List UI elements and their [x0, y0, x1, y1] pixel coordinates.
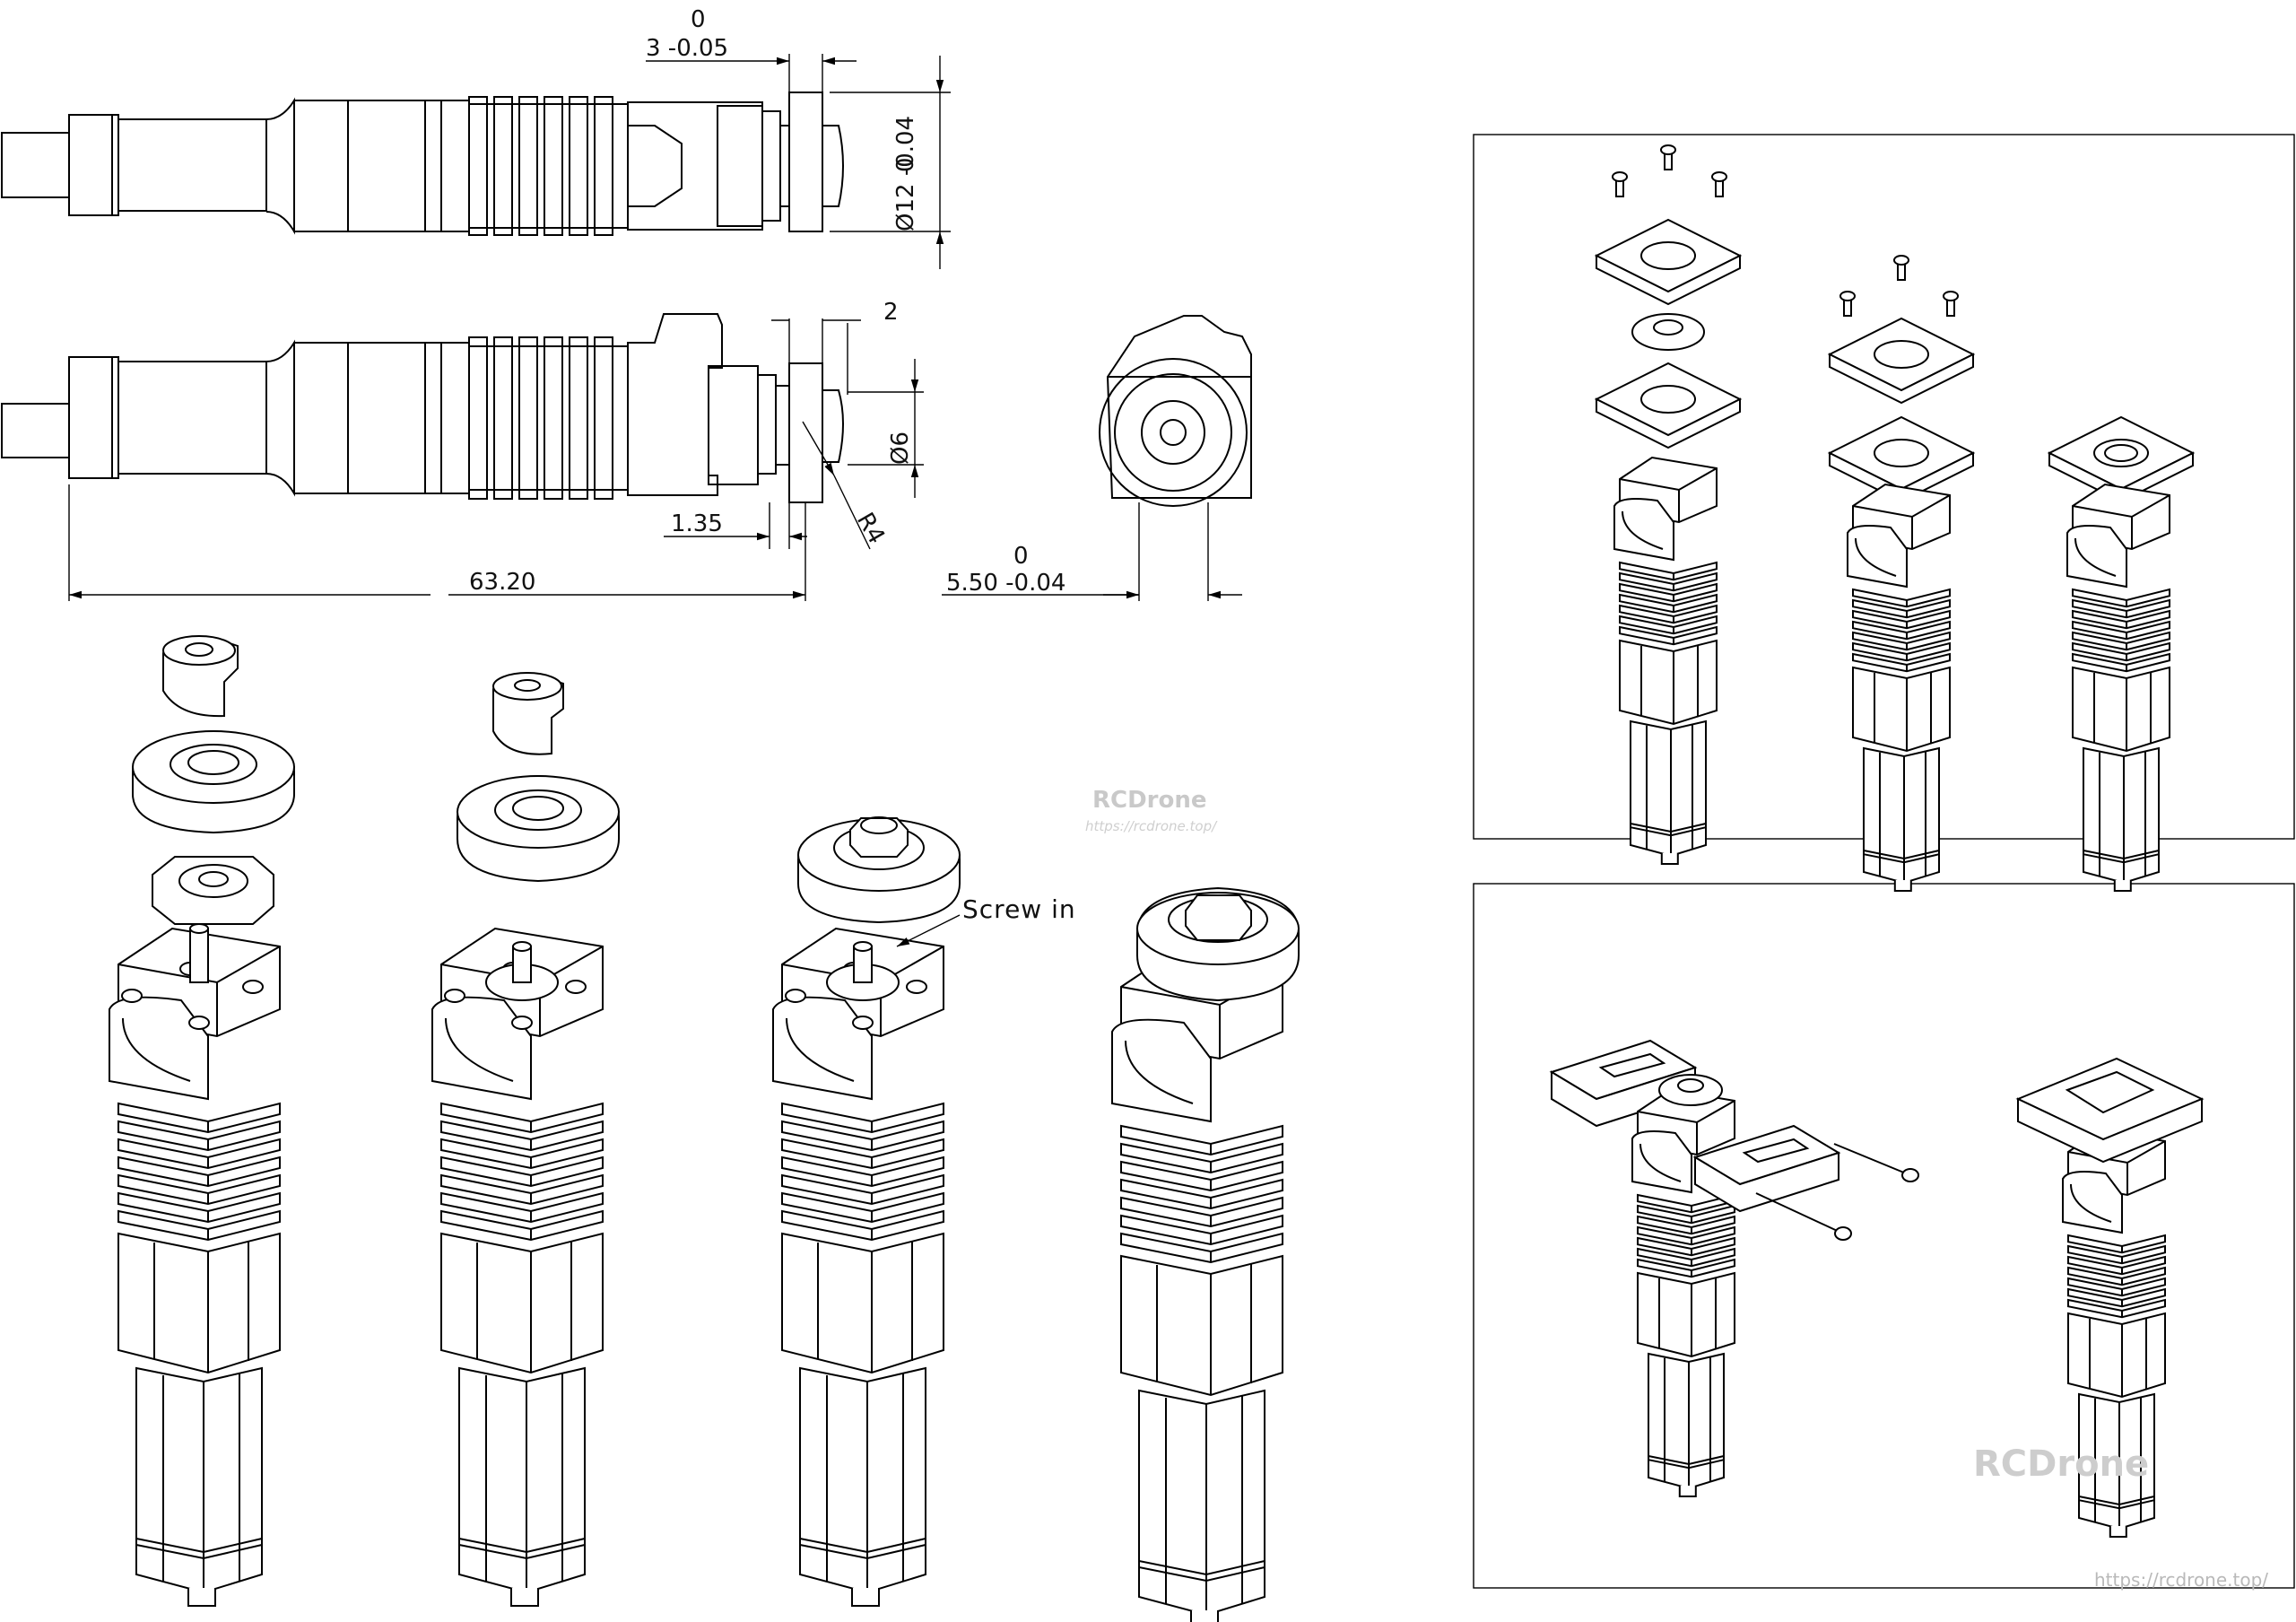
- housing: [2067, 1312, 2166, 1399]
- corner-screw: [121, 989, 143, 1003]
- roller: [1658, 1074, 1723, 1106]
- dim-bore-dia: Ø6: [887, 432, 914, 465]
- corner-screw: [188, 1016, 210, 1030]
- panel2-extruder-a: [1631, 1088, 1735, 1497]
- housing: [1852, 666, 1951, 753]
- housing: [781, 1232, 944, 1374]
- housing: [1637, 1271, 1735, 1358]
- lever: [1111, 1018, 1212, 1123]
- flange-plate: [1594, 218, 1743, 293]
- extruder-stage1: [109, 927, 281, 1607]
- dim-roller-dia-tol: Ø12 -0.04: [892, 116, 919, 231]
- lever: [2062, 1171, 2123, 1234]
- shaft: [189, 928, 209, 983]
- lever: [1631, 1130, 1692, 1194]
- long-screw: [1833, 1143, 1911, 1176]
- dim-shaft-flat-tol: 5.50 -0.04: [946, 570, 1065, 597]
- panel1-extruder-a: [1613, 456, 1718, 865]
- motor: [458, 1366, 586, 1594]
- stage3-parts: Screw in: [797, 816, 1076, 947]
- heatsink-fins-top: [468, 96, 628, 236]
- housing: [117, 1232, 281, 1374]
- dim-shaft-length-upper: 0: [691, 6, 706, 33]
- corner-screw: [444, 989, 465, 1003]
- side-view-top: 0 3 -0.05 Ø12 -0.04 0: [1, 6, 951, 269]
- flange-plate: [1594, 362, 1743, 437]
- watermark-brand: RCDrone: [1092, 787, 1207, 814]
- watermark-brand-large: RCDrone: [1973, 1443, 2149, 1485]
- heatsink-fins-middle: [468, 336, 628, 500]
- panel2-drawings: [1549, 1039, 2205, 1538]
- flange-plate: [2047, 415, 2196, 491]
- stage2-parts: [457, 672, 620, 883]
- motor: [135, 1366, 263, 1594]
- assembly-sequence: [109, 923, 1283, 1622]
- stage1-parts: [132, 635, 295, 925]
- corner-screw: [906, 980, 927, 994]
- long-screw: [1755, 1192, 1844, 1234]
- dim-offset: 1.35: [671, 510, 723, 537]
- lever: [2066, 525, 2127, 589]
- dim-gap: 2: [883, 299, 899, 326]
- extruder-stage2: [431, 927, 604, 1607]
- dim-radius: R4: [851, 509, 890, 549]
- housing: [1619, 639, 1718, 726]
- panel1-extruder-b: [1847, 483, 1951, 892]
- corner-screw: [785, 989, 806, 1003]
- dim-shaft-length-tol: 3 -0.05: [646, 35, 728, 62]
- housing: [1120, 1254, 1283, 1397]
- housing: [440, 1232, 604, 1374]
- corner-screw: [565, 980, 587, 994]
- extruder-stage4: [1111, 949, 1283, 1622]
- corner-screw: [242, 980, 264, 994]
- panel1-extruder-c: [2066, 483, 2170, 892]
- dim-roller-dia-upper: 0: [892, 157, 919, 172]
- flange-plate: [1827, 317, 1976, 392]
- flange-plate: [1827, 415, 1976, 491]
- motor: [799, 1366, 926, 1594]
- footer-url: https://rcdrone.top/: [2094, 1569, 2268, 1591]
- housing: [2072, 666, 2170, 753]
- motor: [1138, 1389, 1265, 1617]
- dim-shaft-flat-upper: 0: [1013, 543, 1029, 570]
- lever: [1847, 525, 1908, 589]
- lever: [772, 996, 873, 1101]
- screw-in-label: Screw in: [962, 894, 1076, 924]
- dim-overall-length: 63.20: [469, 569, 535, 596]
- corner-screw: [852, 1016, 874, 1030]
- corner-screw: [511, 1016, 533, 1030]
- panel1-drawings: [1594, 144, 2196, 892]
- panel-bracket-mount: [1473, 883, 2295, 1589]
- bearing: [1631, 313, 1705, 351]
- watermark-url: https://rcdrone.top/: [1085, 818, 1218, 834]
- side-view-middle: 2 Ø6 1.35 R4 63.20: [1, 299, 924, 601]
- lever: [1613, 498, 1674, 562]
- end-view: 0 5.50 -0.04: [942, 315, 1252, 601]
- lever: [431, 996, 532, 1101]
- stage4-roller: [1136, 886, 1300, 1002]
- extruder-stage3: [772, 927, 944, 1607]
- lever: [109, 996, 209, 1101]
